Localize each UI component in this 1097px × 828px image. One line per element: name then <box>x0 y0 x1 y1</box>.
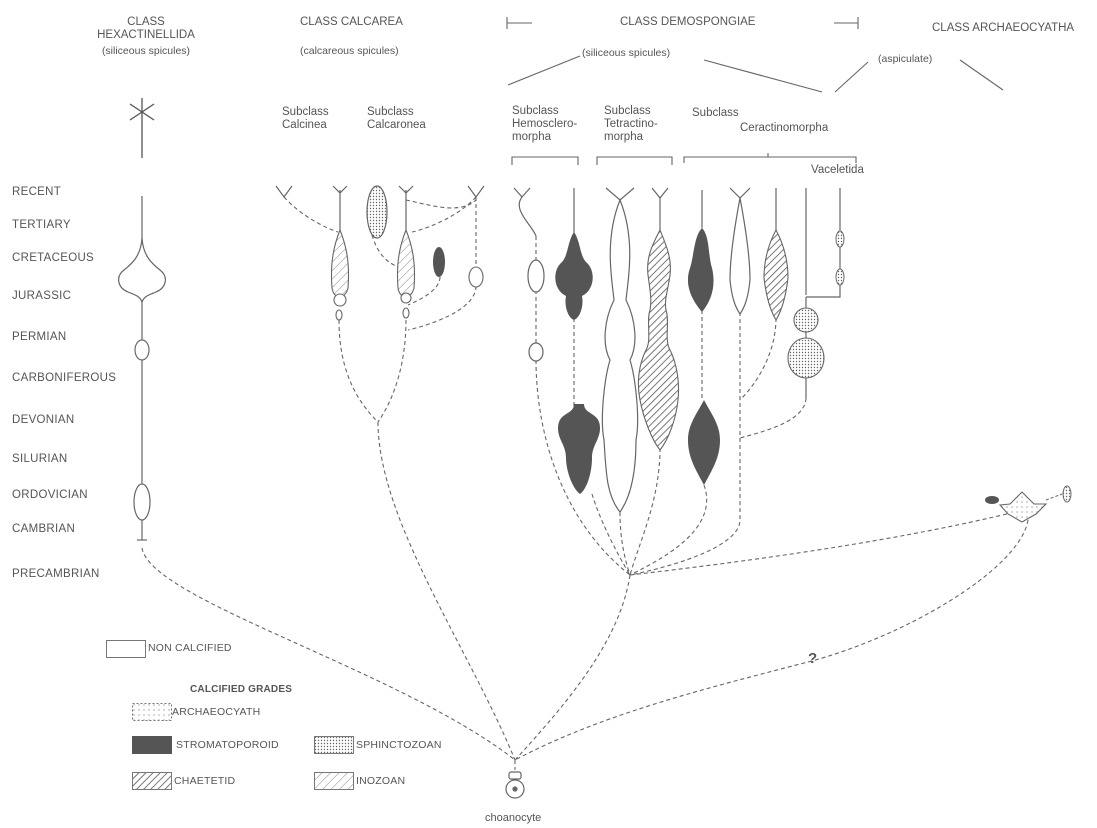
class-calcarea-note: (calcareous spicules) <box>300 45 399 58</box>
period-silurian: SILURIAN <box>12 453 67 465</box>
period-cretaceous: CRETACEOUS <box>12 252 94 264</box>
sphinctozoan-vaceletida-2 <box>788 338 824 378</box>
hexactinellid-expansion <box>119 238 166 302</box>
choanocyte-icon <box>506 772 524 798</box>
legend-chaetetid: CHAETETID <box>174 775 235 787</box>
sphinctozoan-vaceletida-1 <box>794 308 818 332</box>
subclass-ceractinomorpha: Ceractinomorpha <box>740 122 828 135</box>
sphinctozoan-calcarea <box>367 186 387 238</box>
subclass-calcaronea: Subclass Calcaronea <box>367 106 426 132</box>
period-jurassic: JURASSIC <box>12 290 71 302</box>
class-demospongiae-note: (siliceous spicules) <box>582 47 670 60</box>
legend-swatch-inozoan <box>314 772 354 790</box>
class-calcarea: CLASS CALCAREA <box>300 16 403 29</box>
tetractinomorpha-noncalcified <box>602 200 637 512</box>
class-archaeocyatha: CLASS ARCHAEOCYATHA <box>932 22 1074 35</box>
subclass-hemosclero: Subclass Hemosclero- morpha <box>512 105 577 144</box>
hexactinellid-cambrian <box>134 484 150 520</box>
uncertain-link-mark: ? <box>808 652 817 665</box>
stromatoporoid-hemosclero-upper <box>555 232 592 320</box>
period-permian: PERMIAN <box>12 331 67 343</box>
class-demospongiae: CLASS DEMOSPONGIAE <box>620 16 755 29</box>
subclass-tetractino: Subclass Tetractino- morpha <box>604 105 658 144</box>
legend-archaeocyath: ARCHAEOCYATH <box>172 706 260 718</box>
archaeocyath-stromatoporoid <box>985 496 999 504</box>
class-archaeocyatha-note: (aspiculate) <box>878 53 932 66</box>
legend-sphinctozoan: SPHINCTOZOAN <box>356 739 442 751</box>
legend-stromatoporoid: STROMATOPOROID <box>176 739 279 751</box>
legend-swatch-chaetetid <box>132 772 172 790</box>
stromatoporoid-ceractino-lower <box>688 400 720 485</box>
choanocyte-label: choanocyte <box>485 812 541 825</box>
vaceletida-label: Vaceletida <box>811 164 864 177</box>
inozoan-calcinea <box>331 230 348 297</box>
stromatoporoid-calcarea <box>433 247 445 277</box>
period-ordovician: ORDOVICIAN <box>12 489 88 501</box>
period-carboniferous: CARBONIFEROUS <box>12 372 116 384</box>
subclass-calcinea: Subclass Calcinea <box>282 106 329 132</box>
hexactine-spicule-icon <box>130 98 154 158</box>
chaetetid-ceractino <box>764 230 788 320</box>
legend-noncalcified: NON CALCIFIED <box>148 642 232 654</box>
class-hexactinellida: CLASS HEXACTINELLIDA <box>86 16 206 42</box>
period-tertiary: TERTIARY <box>12 219 71 231</box>
legend-swatch-archaeocyath <box>132 703 172 721</box>
legend-swatch-noncalcified <box>106 640 146 658</box>
hexactinellid-node <box>135 340 149 360</box>
chaetetid-tetractino <box>638 230 678 450</box>
period-cambrian: CAMBRIAN <box>12 523 75 535</box>
period-recent: RECENT <box>12 186 61 198</box>
legend-title: CALCIFIED GRADES <box>190 684 292 695</box>
period-precambrian: PRECAMBRIAN <box>12 568 100 580</box>
subclass-ceractino-label: Subclass <box>692 107 739 120</box>
class-brackets <box>507 17 1003 165</box>
inozoan-calcaronea <box>397 230 414 297</box>
stromatoporoid-ceractino-upper <box>688 228 714 312</box>
legend-inozoan: INOZOAN <box>356 775 405 787</box>
stromatoporoid-hemosclero-lower <box>558 404 600 494</box>
class-hexactinellida-note: (siliceous spicules) <box>84 45 208 58</box>
legend-swatch-sphinctozoan <box>314 736 354 754</box>
legend-swatch-stromatoporoid <box>132 736 172 754</box>
archaeocyath-shape <box>1000 492 1046 522</box>
period-devonian: DEVONIAN <box>12 414 74 426</box>
